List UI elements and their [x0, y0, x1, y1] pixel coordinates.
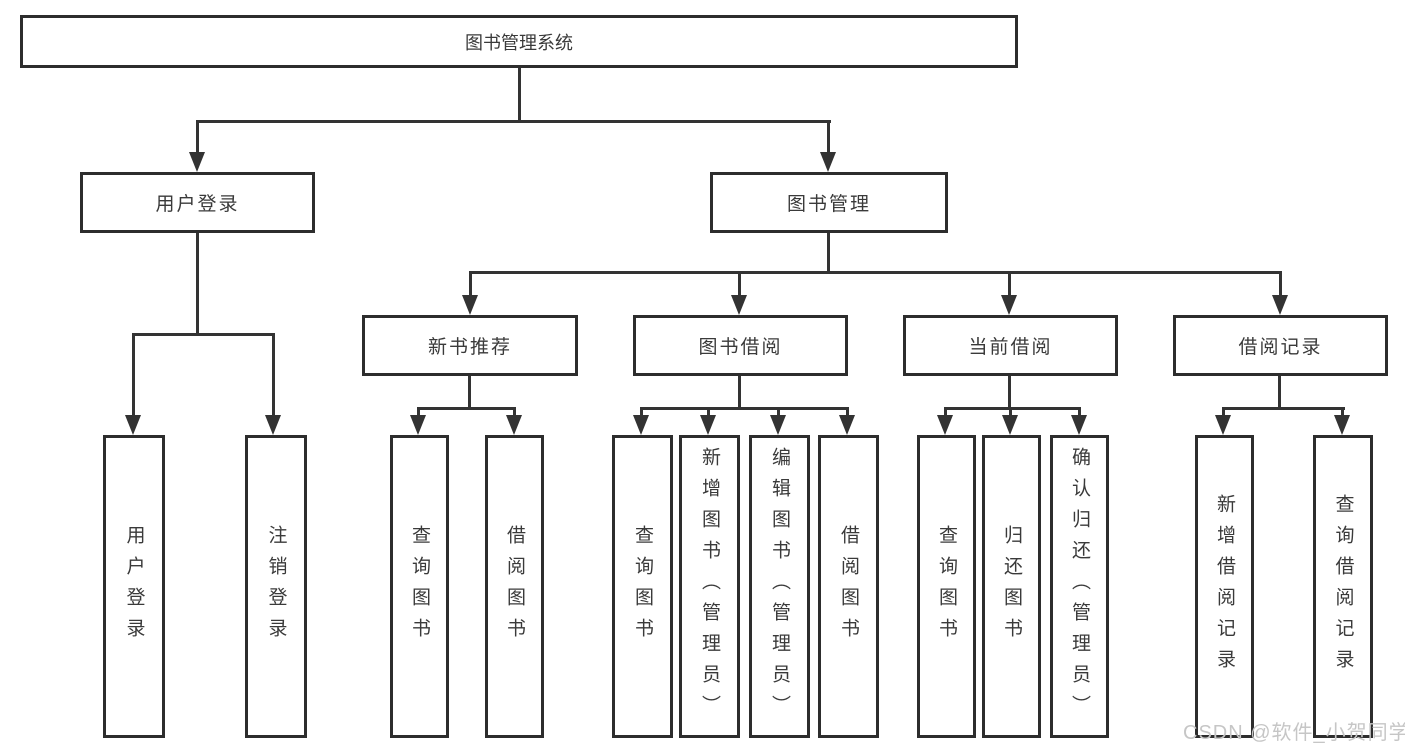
- connector-line: [469, 271, 1282, 274]
- leaf-add-borrow-record: 新增借阅记录: [1195, 435, 1254, 738]
- arrowhead-down-icon: [1215, 415, 1231, 435]
- leaf-edit-books-admin: 编辑图书（管理员）: [749, 435, 810, 738]
- leaf-query-borrow-record: 查询借阅记录: [1313, 435, 1373, 738]
- connector-line: [1009, 407, 1012, 417]
- arrowhead-down-icon: [839, 415, 855, 435]
- connector-line: [827, 120, 830, 154]
- leaf-query-books-2: 查询图书: [612, 435, 673, 738]
- connector-line: [827, 233, 830, 274]
- arrowhead-down-icon: [462, 295, 478, 315]
- connector-line: [640, 407, 643, 417]
- arrowhead-down-icon: [820, 152, 836, 172]
- leaf-label: 查询图书: [936, 524, 957, 649]
- connector-line: [518, 68, 521, 122]
- connector-line: [1222, 407, 1225, 417]
- leaf-label: 归还图书: [1001, 524, 1022, 649]
- leaf-confirm-return-admin: 确认归还（管理员）: [1050, 435, 1109, 738]
- connector-line: [132, 333, 135, 417]
- node-book-management: 图书管理: [710, 172, 948, 233]
- arrowhead-down-icon: [937, 415, 953, 435]
- connector-line: [846, 407, 849, 417]
- node-book-borrow: 图书借阅: [633, 315, 848, 376]
- connector-line: [777, 407, 780, 417]
- connector-line: [417, 407, 516, 410]
- connector-line: [132, 333, 275, 336]
- connector-line: [468, 376, 471, 409]
- leaf-label: 借阅图书: [504, 524, 525, 649]
- node-user-login: 用户登录: [80, 172, 315, 233]
- leaf-user-login: 用户登录: [103, 435, 165, 738]
- leaf-label: 用户登录: [123, 524, 145, 649]
- connector-line: [469, 271, 472, 297]
- connector-line: [272, 333, 275, 417]
- connector-line: [738, 376, 741, 409]
- leaf-borrow-books-2: 借阅图书: [818, 435, 879, 738]
- connector-line: [1279, 271, 1282, 297]
- arrowhead-down-icon: [506, 415, 522, 435]
- leaf-label: 编辑图书（管理员）: [769, 447, 790, 726]
- leaf-label: 查询图书: [409, 524, 430, 649]
- leaf-label: 新增借阅记录: [1214, 493, 1235, 680]
- arrowhead-down-icon: [410, 415, 426, 435]
- connector-line: [1008, 271, 1011, 297]
- connector-line: [1078, 407, 1081, 417]
- connector-line: [738, 271, 741, 297]
- arrowhead-down-icon: [265, 415, 281, 435]
- arrowhead-down-icon: [1334, 415, 1350, 435]
- arrowhead-down-icon: [1001, 295, 1017, 315]
- arrowhead-down-icon: [1272, 295, 1288, 315]
- connector-line: [196, 233, 199, 336]
- leaf-query-books-3: 查询图书: [917, 435, 976, 738]
- leaf-logout: 注销登录: [245, 435, 307, 738]
- connector-line: [196, 120, 831, 123]
- connector-line: [1341, 407, 1344, 417]
- connector-line: [1008, 376, 1011, 409]
- node-new-book-recommend: 新书推荐: [362, 315, 578, 376]
- arrowhead-down-icon: [1002, 415, 1018, 435]
- connector-line: [640, 407, 849, 410]
- node-borrow-record: 借阅记录: [1173, 315, 1388, 376]
- leaf-label: 确认归还（管理员）: [1069, 447, 1090, 726]
- arrowhead-down-icon: [770, 415, 786, 435]
- arrowhead-down-icon: [731, 295, 747, 315]
- leaf-return-books: 归还图书: [982, 435, 1041, 738]
- connector-line: [196, 120, 199, 154]
- leaf-label: 查询图书: [632, 524, 653, 649]
- arrowhead-down-icon: [1071, 415, 1087, 435]
- arrowhead-down-icon: [189, 152, 205, 172]
- connector-line: [1222, 407, 1345, 410]
- node-current-borrow: 当前借阅: [903, 315, 1118, 376]
- connector-line: [707, 407, 710, 417]
- arrowhead-down-icon: [125, 415, 141, 435]
- connector-line: [417, 407, 420, 417]
- leaf-label: 查询借阅记录: [1332, 493, 1354, 680]
- leaf-add-books-admin: 新增图书（管理员）: [679, 435, 740, 738]
- connector-line: [513, 407, 516, 417]
- arrowhead-down-icon: [700, 415, 716, 435]
- leaf-label: 注销登录: [265, 524, 287, 649]
- leaf-query-books-1: 查询图书: [390, 435, 449, 738]
- watermark-text: CSDN @软件_小贺同学: [1183, 722, 1405, 744]
- arrowhead-down-icon: [633, 415, 649, 435]
- connector-line: [944, 407, 1081, 410]
- leaf-label: 借阅图书: [838, 524, 859, 649]
- node-library-system: 图书管理系统: [20, 15, 1018, 68]
- leaf-label: 新增图书（管理员）: [699, 447, 720, 726]
- leaf-borrow-books-1: 借阅图书: [485, 435, 544, 738]
- connector-line: [944, 407, 947, 417]
- connector-line: [1278, 376, 1281, 409]
